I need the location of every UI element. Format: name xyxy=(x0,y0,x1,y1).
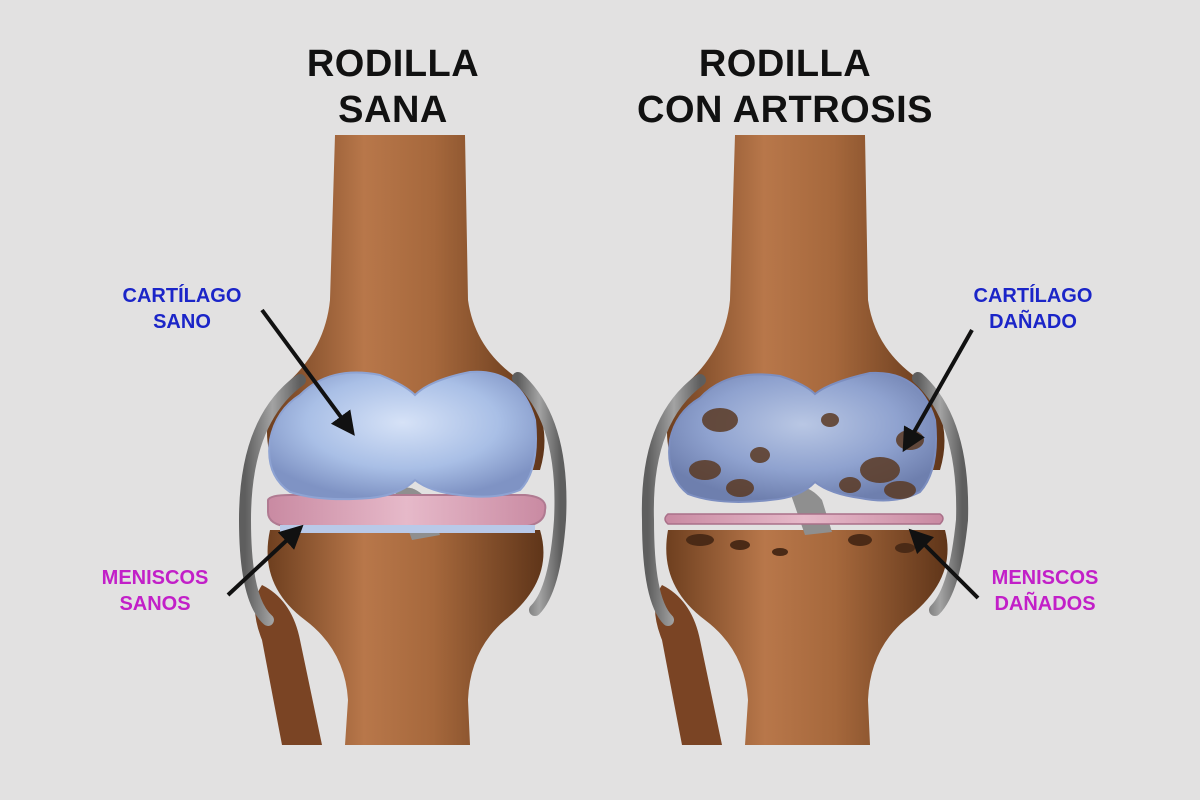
healthy-cartilage-label-line2: SANO xyxy=(153,311,211,333)
healthy-meniscus-label-line2: SANOS xyxy=(119,593,190,615)
arthritic-cartilage-label-line1: CARTÍLAGO xyxy=(974,284,1093,307)
healthy-cartilage xyxy=(268,370,537,501)
arthritic-meniscus xyxy=(664,513,944,525)
arthritic-medial-ligament xyxy=(912,372,969,616)
healthy-fibula xyxy=(255,585,322,745)
healthy-lateral-ligament xyxy=(238,374,306,626)
healthy-knee xyxy=(238,135,567,745)
healthy-meniscus-arrow xyxy=(226,524,304,597)
arthritic-knee xyxy=(641,135,969,745)
arthritic-tibia-damage xyxy=(686,534,915,556)
arthritic-fibula xyxy=(655,585,722,745)
arthritic-title-line2: CON ARTROSIS xyxy=(637,89,933,131)
healthy-title-line2: SANA xyxy=(338,89,448,131)
healthy-title-line1: RODILLA xyxy=(307,43,479,85)
arthritic-title-line1: RODILLA xyxy=(699,43,871,85)
healthy-meniscus xyxy=(267,494,547,528)
healthy-cartilage-label-line1: CARTÍLAGO xyxy=(123,284,242,307)
healthy-medial-ligament xyxy=(512,372,567,616)
arthritic-cartilage-arrow xyxy=(902,329,974,453)
arthritic-cartilage-label-line2: DAÑADO xyxy=(989,310,1077,333)
arthritic-meniscus-label-line2: DAÑADOS xyxy=(994,592,1095,615)
healthy-tibial-cartilage xyxy=(280,525,535,533)
healthy-meniscus-label-line1: MENISCOS xyxy=(102,567,209,589)
healthy-cartilage-arrow xyxy=(260,308,355,436)
arthritic-meniscus-label-line1: MENISCOS xyxy=(992,567,1099,589)
arthritic-lateral-ligament xyxy=(641,374,706,626)
arthritic-tibia xyxy=(666,530,948,745)
arthritic-meniscus-arrow xyxy=(908,528,980,600)
healthy-tibia xyxy=(267,530,544,745)
